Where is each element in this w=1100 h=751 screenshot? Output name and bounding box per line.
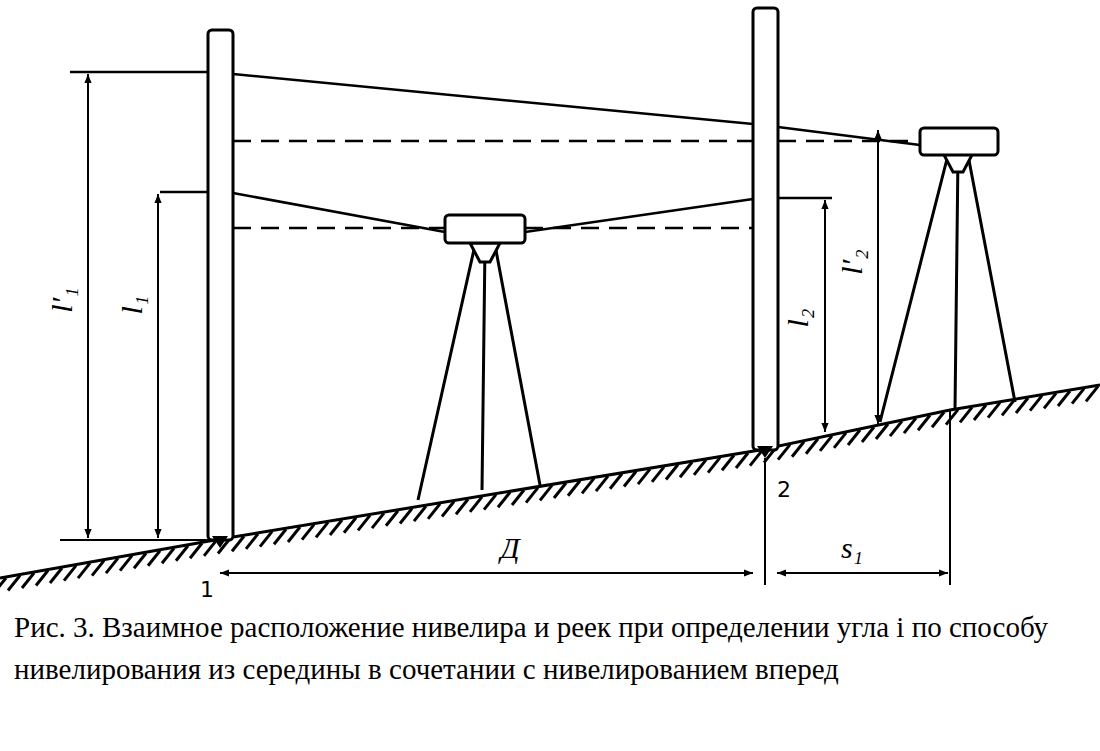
dimension-label: l′₁ [47,285,77,314]
ground-line [0,385,1100,578]
dimension-lines [60,74,950,585]
dimension-label: l′₂ [837,247,867,276]
dimension-label: l₁ [117,294,147,317]
figure-caption: Рис. 3. Взаимное расположение нивелира и… [14,606,1089,690]
point-number: 1 [198,579,216,601]
staff-1 [208,30,233,540]
dimension-label: l₂ [783,307,813,330]
distance-label: s₁ [839,533,865,563]
level-1 [418,215,540,500]
horizontal-lines [233,141,918,228]
staff-2 [753,8,778,450]
sight-lines [70,72,920,232]
point-number: 2 [775,479,793,501]
level-2 [880,128,1015,422]
distance-label: Д [498,533,521,563]
